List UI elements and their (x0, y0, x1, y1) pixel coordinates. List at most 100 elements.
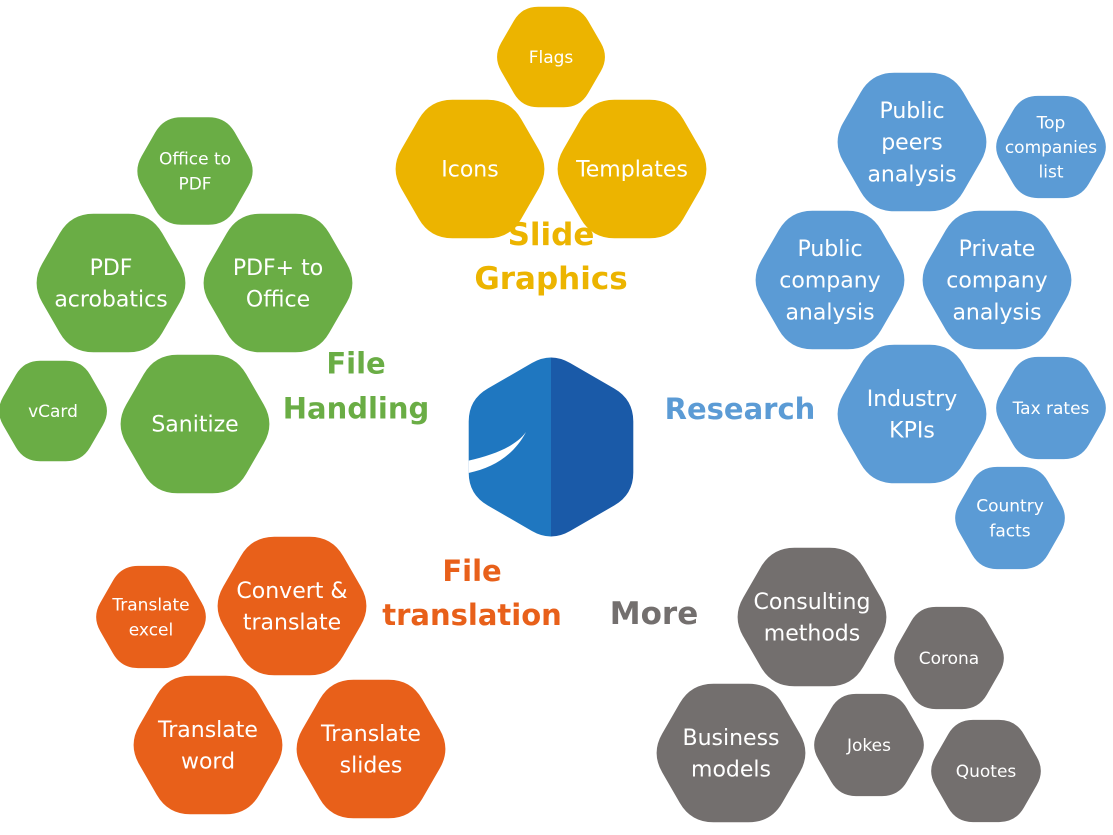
hexagon-label: Templates (575, 158, 688, 183)
hexagon-label: Translate (320, 722, 421, 747)
hexagon-shape (955, 466, 1065, 570)
hexagon-shape (395, 99, 545, 239)
hexagon-shape (0, 360, 107, 462)
hexagon-label: Jokes (846, 736, 891, 756)
hexagon-label: peers (881, 131, 943, 156)
hexagon-label: Icons (441, 158, 498, 183)
hexagon-country-facts: Country facts (955, 466, 1065, 570)
hexagon-sanitize: Sanitize (120, 354, 270, 494)
hexagon-label: excel (129, 620, 173, 640)
hexagon-label: Translate (157, 718, 258, 743)
hexagon-shape (217, 536, 367, 676)
hexagon-label: KPIs (889, 419, 935, 444)
hexagon-jokes: Jokes (814, 693, 924, 797)
hexagon-shape (814, 693, 924, 797)
hexagon-shape (894, 606, 1004, 710)
hexagon-label: Industry (867, 387, 958, 412)
hexagon-translate-word: Translate word (133, 675, 283, 815)
hexagon-label: Country (976, 497, 1044, 517)
hexagon-shape (296, 679, 446, 819)
hexagon-shape (203, 213, 353, 353)
group-title-more: More (610, 596, 698, 632)
logo-right-half (551, 357, 634, 537)
hexagon-pdf-acrobatics: PDF acrobatics (36, 213, 186, 353)
hexagon-shape (996, 356, 1106, 460)
hexagon-label: Tax rates (1012, 399, 1090, 419)
hexagon-label: analysis (867, 163, 956, 188)
hexagon-label: vCard (28, 402, 78, 422)
logo-left-half (468, 357, 551, 537)
hexagon-label: models (691, 758, 771, 783)
hexagon-templates: Templates (557, 99, 707, 239)
hexagon-label: company (779, 269, 880, 294)
group-title-research: Research (665, 392, 816, 426)
hexagon-vcard: vCard (0, 360, 107, 462)
hexagon-label: company (946, 269, 1047, 294)
hexagon-shape (922, 210, 1072, 350)
hexagon-label: Office to (159, 150, 231, 170)
hexagon-shape (755, 210, 905, 350)
logo-swoosh (468, 432, 526, 474)
hexagon-translate-excel: Translate excel (96, 565, 206, 669)
hexagon-shape (137, 117, 253, 225)
hexagon-convert-translate: Convert & translate (217, 536, 367, 676)
hexagon-shape (497, 6, 605, 108)
group-title-slide-graphics: Slide (508, 217, 595, 253)
group-title-file-translation: File (442, 554, 501, 588)
hexagon-label: companies (1005, 138, 1097, 158)
hexagon-label: PDF (178, 174, 211, 194)
hexagon-shape (557, 99, 707, 239)
hexagon-label: methods (764, 622, 860, 647)
group-title-file-handling: Handling (283, 392, 430, 426)
hexagon-label: Public (797, 237, 862, 262)
hexagon-label: Office (246, 288, 310, 313)
hexagon-private-company-analysis: Private company analysis (922, 210, 1072, 350)
hexagon-public-company-analysis: Public company analysis (755, 210, 905, 350)
hexagon-shape (36, 213, 186, 353)
hexagon-label: PDF (90, 256, 133, 281)
hexagon-label: Flags (529, 48, 574, 68)
hexagon-label: Top (1036, 113, 1066, 133)
hexagon-label: slides (340, 754, 403, 779)
hexagon-label: facts (989, 521, 1030, 541)
hexagon-label: Convert & (236, 579, 347, 604)
hexagon-icons: Icons (395, 99, 545, 239)
hexagon-corona: Corona (894, 606, 1004, 710)
group-title-slide-graphics: Graphics (474, 261, 627, 297)
hexagon-shape (133, 675, 283, 815)
hexagon-translate-slides: Translate slides (296, 679, 446, 819)
hexagon-label: analysis (785, 301, 874, 326)
hexagon-label: Private (959, 237, 1036, 262)
hexagon-tax-rates: Tax rates (996, 356, 1106, 460)
hexagon-label: translate (243, 611, 341, 636)
hexagon-shape (737, 547, 887, 687)
hexagon-shape (931, 719, 1041, 823)
hexagon-business-models: Business models (656, 683, 806, 823)
hexagon-shape (96, 565, 206, 669)
hexagon-label: PDF+ to (233, 256, 323, 281)
group-title-file-translation: translation (382, 598, 562, 632)
group-title-file-handling: File (326, 347, 385, 381)
logo-hexagon-icon (468, 357, 634, 537)
hexagon-shape (837, 72, 987, 212)
hexagon-shape (996, 95, 1106, 199)
hexagon-label: Quotes (956, 762, 1017, 782)
hexagon-label: Business (682, 726, 779, 751)
hexagon-label: word (181, 750, 235, 775)
hexagon-flags: Flags (497, 6, 605, 108)
hexagon-label: acrobatics (54, 288, 167, 313)
hexagon-shape (656, 683, 806, 823)
hexagon-label: Corona (919, 649, 979, 669)
hexagon-quotes: Quotes (931, 719, 1041, 823)
hexagon-shape (837, 344, 987, 484)
hexagon-office-to-pdf: Office to PDF (137, 117, 253, 225)
hexagon-label: analysis (952, 301, 1041, 326)
hexagon-label: Translate (111, 596, 189, 616)
